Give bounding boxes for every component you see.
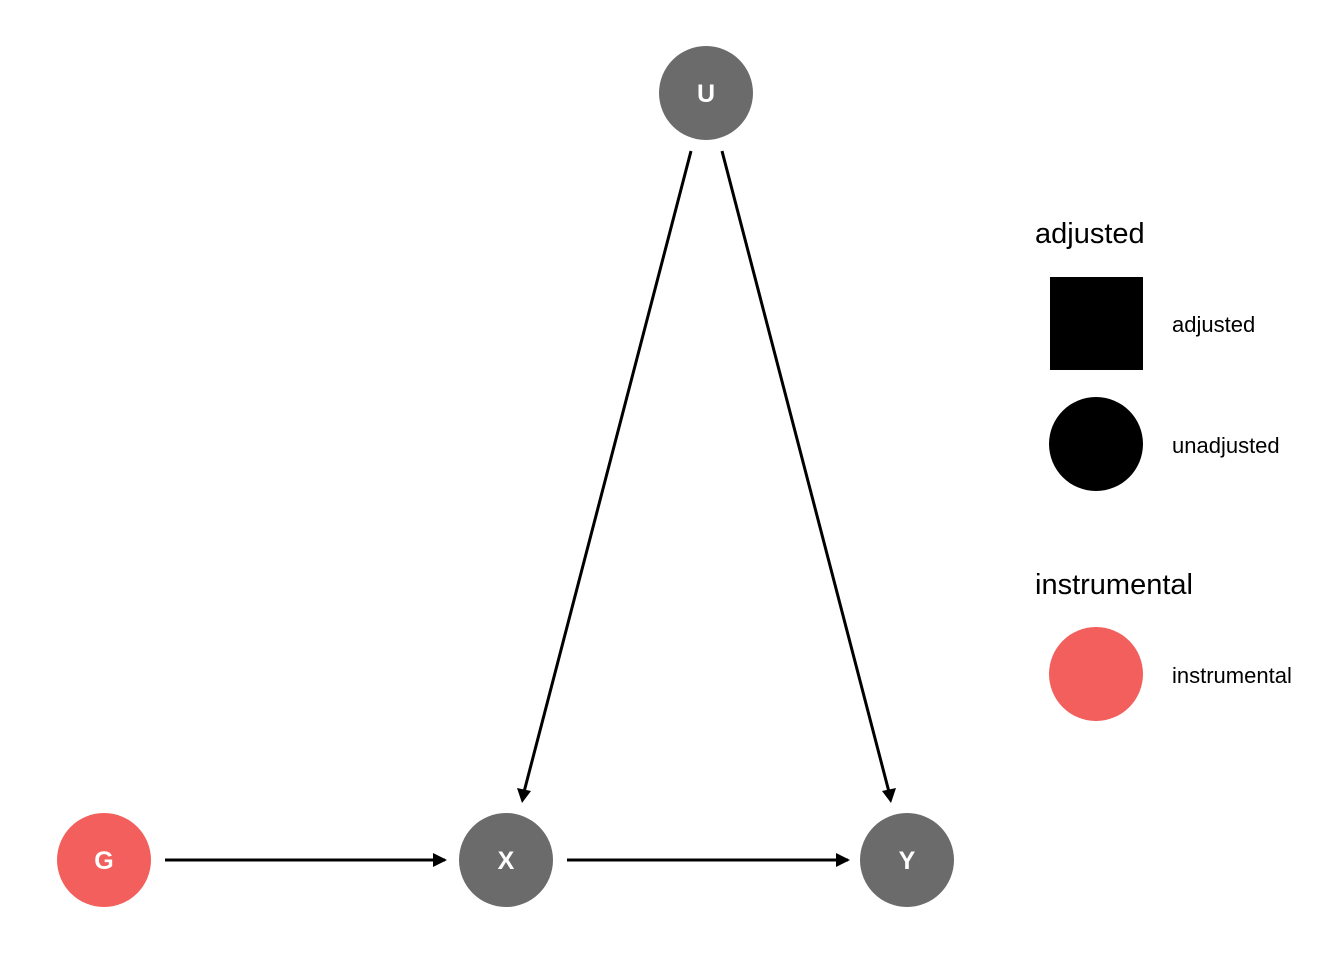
legend-instrumental-group: instrumental instrumental (1035, 569, 1292, 721)
legend-adjusted-square-key (1050, 277, 1143, 370)
legend-instrumental-title: instrumental (1035, 569, 1193, 601)
node-g-circle (57, 813, 151, 907)
node-g: G (57, 813, 151, 907)
node-y-label: Y (899, 847, 916, 875)
edges-layer (165, 150, 896, 867)
legend-instrumental-circle-key (1049, 627, 1143, 721)
node-x-circle (459, 813, 553, 907)
node-x: X (459, 813, 553, 907)
legend: adjusted adjusted unadjusted instrumenta… (1035, 218, 1292, 721)
node-y: Y (860, 813, 954, 907)
edge-u-to-y (720, 150, 891, 793)
legend-unadjusted-circle-key (1049, 397, 1143, 491)
edge-u-to-x-arrowhead (517, 788, 531, 803)
legend-instrumental-label: instrumental (1172, 663, 1292, 688)
node-y-circle (860, 813, 954, 907)
node-x-label: X (498, 847, 515, 875)
node-g-label: G (94, 847, 113, 875)
legend-unadjusted-label: unadjusted (1172, 433, 1280, 458)
edge-u-to-x (522, 150, 693, 793)
node-u-label: U (697, 80, 715, 108)
edge-u-to-y-arrowhead (882, 788, 896, 803)
legend-adjusted-title: adjusted (1035, 218, 1145, 250)
nodes-layer: G X Y U (57, 46, 954, 907)
legend-adjusted-group: adjusted adjusted unadjusted (1035, 218, 1280, 491)
legend-adjusted-label: adjusted (1172, 312, 1255, 337)
edge-x-to-y-arrowhead (836, 853, 850, 867)
node-u: U (659, 46, 753, 140)
node-u-circle (659, 46, 753, 140)
edge-g-to-x-arrowhead (433, 853, 447, 867)
